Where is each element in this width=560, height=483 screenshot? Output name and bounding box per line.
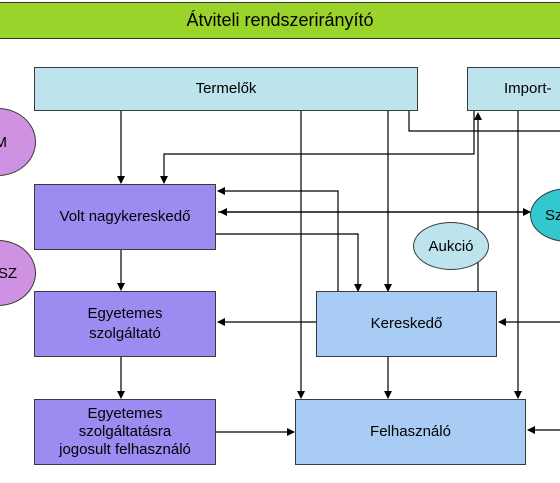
right-ellipse-label: Sz [545,206,560,224]
arrow-volt-to-kereskedo [216,233,362,292]
diagram-title: Átviteli rendszerirányító [0,2,560,39]
egyetemes-line2: szolgáltató [89,325,161,342]
jogosult-line3: jogosult felhasználó [59,441,191,458]
volt-nagykereskedo-label: Volt nagykereskedő [59,208,191,225]
termelok-box: Termelők [34,67,418,111]
arrow-termelok-to-right [408,111,560,132]
egyetemes-szolgaltato-box: Egyetemes szolgáltató [34,291,216,357]
kereskedo-label: Kereskedő [370,315,443,332]
arrow-import-to-volt [160,111,475,184]
jogosult-line2: szolgáltatásra [78,423,172,440]
termelok-label: Termelők [195,80,257,97]
felhasznalo-box: Felhasználó [295,399,526,465]
import-box: Import- [467,67,560,111]
jogosult-felhasznalo-box: Egyetemes szolgáltatásra jogosult felhas… [34,399,216,465]
aukcio-label: Aukció [428,237,474,255]
kereskedo-box: Kereskedő [316,291,497,357]
arrow-kereskedo-to-volt [217,187,339,291]
aukcio-ellipse: Aukció [413,222,489,270]
felhasznalo-label: Felhasználó [370,423,451,440]
egyetemes-line1: Egyetemes [87,305,163,322]
volt-nagykereskedo-box: Volt nagykereskedő [34,184,216,250]
left-bottom-ellipse-label: SZ [0,264,17,282]
left-top-ellipse-label: M [0,133,7,151]
jogosult-line1: Egyetemes [87,405,163,422]
import-label: Import- [504,80,552,97]
